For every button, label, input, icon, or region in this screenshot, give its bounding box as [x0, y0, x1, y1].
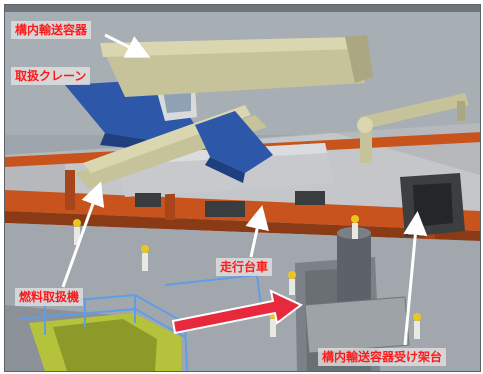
side-crane-hub [357, 117, 373, 133]
fuel-machine-gripper [195, 111, 273, 173]
side-crane-hook [457, 101, 465, 121]
hatch-inner [53, 319, 157, 371]
illustration-frame: 構内輸送容器 取扱クレーン 燃料取扱機 走行台車 構内輸送容器受け架台 [4, 4, 481, 372]
worker-figure [269, 311, 277, 337]
trolley-wheel [135, 193, 161, 207]
facility-illustration [5, 5, 480, 371]
container-rack-label: 構内輸送容器受け架台 [318, 348, 447, 366]
rail-post [165, 180, 175, 220]
worker-figure [288, 271, 296, 295]
crane-boom-end [345, 35, 373, 83]
fuel-machine-gripper-dark [205, 157, 245, 183]
rack-base [304, 296, 410, 354]
worker-figure [413, 313, 421, 339]
worker-figure [141, 245, 149, 271]
container-rack-inner [413, 183, 453, 227]
rail-post [65, 170, 75, 210]
crane-label-line2: 取扱クレーン [11, 67, 91, 85]
worker-figure [73, 219, 81, 245]
trolley-label: 走行台車 [216, 258, 273, 276]
trolley-wheel [205, 201, 245, 217]
side-crane-arm [360, 93, 469, 129]
background-strip [5, 5, 480, 12]
crane-label-line1: 構内輸送容器 [11, 21, 92, 39]
crane-cab-window [163, 91, 191, 113]
cask [337, 233, 371, 303]
fuel-handling-machine-label: 燃料取扱機 [15, 288, 84, 306]
worker-figure [351, 215, 359, 239]
crane-boom-top [100, 37, 357, 57]
trolley-wheel [295, 191, 325, 205]
